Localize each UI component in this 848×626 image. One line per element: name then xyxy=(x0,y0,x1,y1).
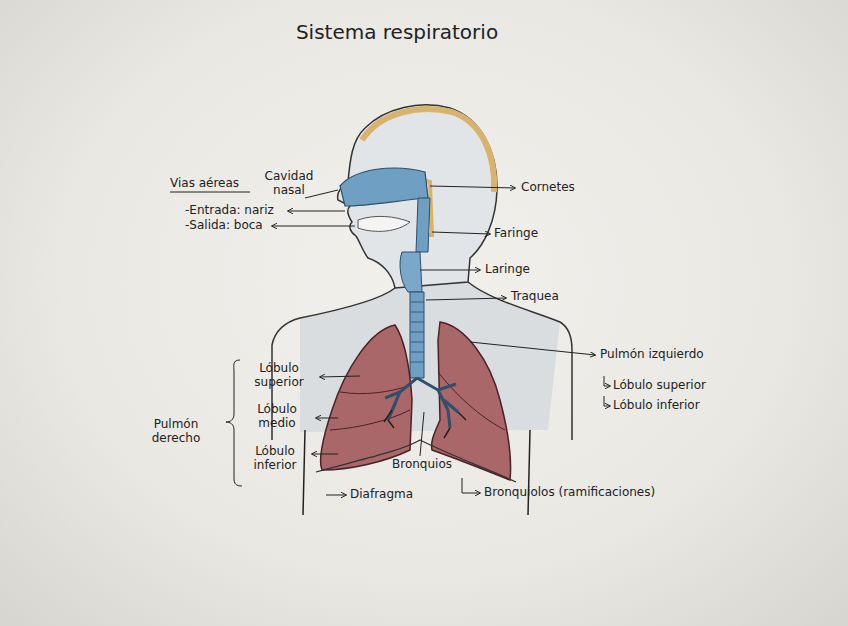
bronchi xyxy=(385,378,458,428)
part-label: Traquea xyxy=(511,290,559,304)
mouth xyxy=(358,216,410,231)
part-label: Bronquios xyxy=(392,458,452,472)
rib-line xyxy=(303,430,530,515)
diaphragm xyxy=(316,440,516,482)
part-label: Diafragma xyxy=(350,488,413,502)
part-label: Lóbulo inferior xyxy=(613,399,700,413)
part-label: Pulmón derecho xyxy=(136,418,216,446)
part-label: Pulmón izquierdo xyxy=(600,348,704,362)
part-label: -Entrada: nariz xyxy=(185,204,274,218)
larynx xyxy=(400,252,422,292)
bronchioles xyxy=(384,410,466,438)
part-label: Faringe xyxy=(494,227,538,241)
part-label: -Salida: boca xyxy=(185,219,263,233)
pharynx xyxy=(416,198,430,252)
part-label: Lóbulo superior xyxy=(613,379,706,393)
part-label: Lóbulo inferior xyxy=(242,445,308,473)
part-label: Lóbulo medio xyxy=(244,403,310,431)
trachea xyxy=(410,292,424,378)
part-label: Laringe xyxy=(485,263,530,277)
leader-lines xyxy=(226,186,610,495)
title: Sistema respiratorio xyxy=(0,20,794,44)
nasal-cavity xyxy=(340,168,428,206)
underline xyxy=(170,192,250,193)
part-label: Cavidad nasal xyxy=(258,170,320,198)
trachea-rings xyxy=(410,302,424,362)
part-label: Bronquiolos (ramificaciones) xyxy=(484,486,655,500)
part-label: Cornetes xyxy=(521,181,575,195)
part-label: Lóbulo superior xyxy=(244,362,314,390)
part-label: Vias aéreas xyxy=(170,177,239,191)
